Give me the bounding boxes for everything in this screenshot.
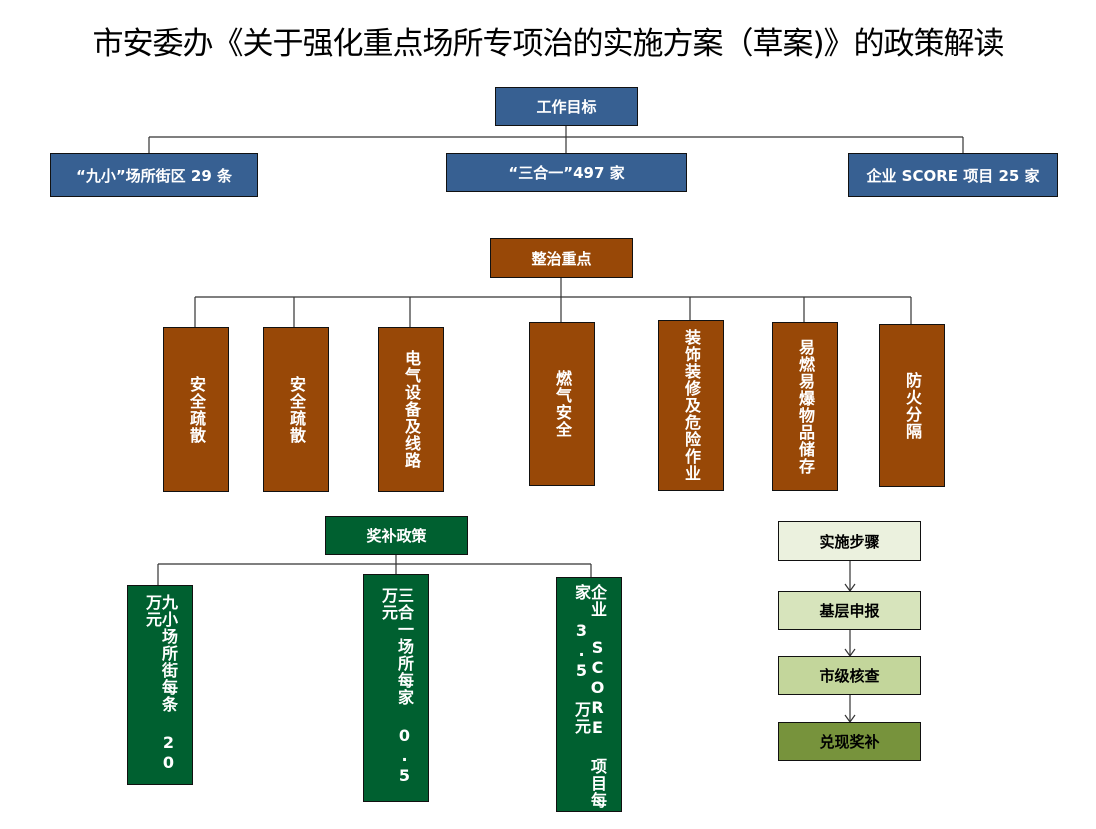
step-label: 基层申报 (819, 602, 880, 620)
goals-root-box: 工作目标 (495, 87, 638, 126)
subsidy-box-score: 企业 SCORE 项目每家 3.5 万元 (556, 577, 622, 812)
focus-label: 装饰装修及危险作业 (682, 329, 701, 482)
subsidy-box-nine-small: 九小场所街每条 20 万元 (127, 585, 193, 785)
steps-header-box: 实施步骤 (778, 521, 921, 561)
goal-label: “九小”场所街区 29 条 (75, 166, 233, 185)
focus-box-electrical: 电气设备及线路 (378, 327, 444, 492)
step-label: 市级核查 (819, 667, 880, 685)
focus-box-fire-separation: 防火分隔 (879, 324, 945, 487)
subsidy-box-three-in-one: 三合一场所每家 0.5 万元 (363, 574, 429, 802)
step-box-pay-subsidy: 兑现奖补 (778, 722, 921, 761)
goal-label: 企业 SCORE 项目 25 家 (866, 166, 1040, 185)
subsidy-root-label: 奖补政策 (366, 527, 427, 545)
focus-root-label: 整治重点 (531, 249, 592, 268)
focus-box-decoration: 装饰装修及危险作业 (658, 320, 724, 491)
focus-box-gas-safety: 燃气安全 (529, 322, 595, 486)
focus-label: 安全疏散 (187, 375, 206, 444)
step-box-grassroots-report: 基层申报 (778, 591, 921, 630)
focus-box-flammables: 易燃易爆物品储存 (772, 322, 838, 491)
subsidy-root-box: 奖补政策 (325, 516, 468, 555)
step-box-city-review: 市级核查 (778, 656, 921, 695)
goal-box-three-in-one: “三合一”497 家 (446, 153, 687, 192)
subsidy-label: 三合一场所每家 0.5 万元 (379, 587, 414, 786)
focus-label: 防火分隔 (903, 371, 922, 440)
focus-box-safe-evacuation-2: 安全疏散 (263, 327, 329, 492)
focus-label: 电气设备及线路 (402, 350, 421, 469)
goal-box-nine-small: “九小”场所街区 29 条 (50, 153, 258, 197)
goal-box-score: 企业 SCORE 项目 25 家 (848, 153, 1058, 197)
goal-label: “三合一”497 家 (508, 164, 625, 182)
step-label: 兑现奖补 (819, 733, 880, 751)
goals-root-label: 工作目标 (536, 98, 597, 116)
focus-label: 燃气安全 (553, 370, 572, 438)
focus-label: 易燃易爆物品储存 (796, 338, 815, 475)
focus-box-safe-evacuation-1: 安全疏散 (163, 327, 229, 492)
subsidy-label: 九小场所街每条 20 万元 (143, 594, 178, 773)
subsidy-label: 企业 SCORE 项目每家 3.5 万元 (572, 584, 607, 809)
step-label: 实施步骤 (819, 532, 880, 551)
focus-label: 安全疏散 (287, 375, 306, 444)
focus-root-box: 整治重点 (490, 238, 633, 278)
page-title: 市安委办《关于强化重点场所专项治的实施方案（草案)》的政策解读 (92, 26, 1004, 62)
